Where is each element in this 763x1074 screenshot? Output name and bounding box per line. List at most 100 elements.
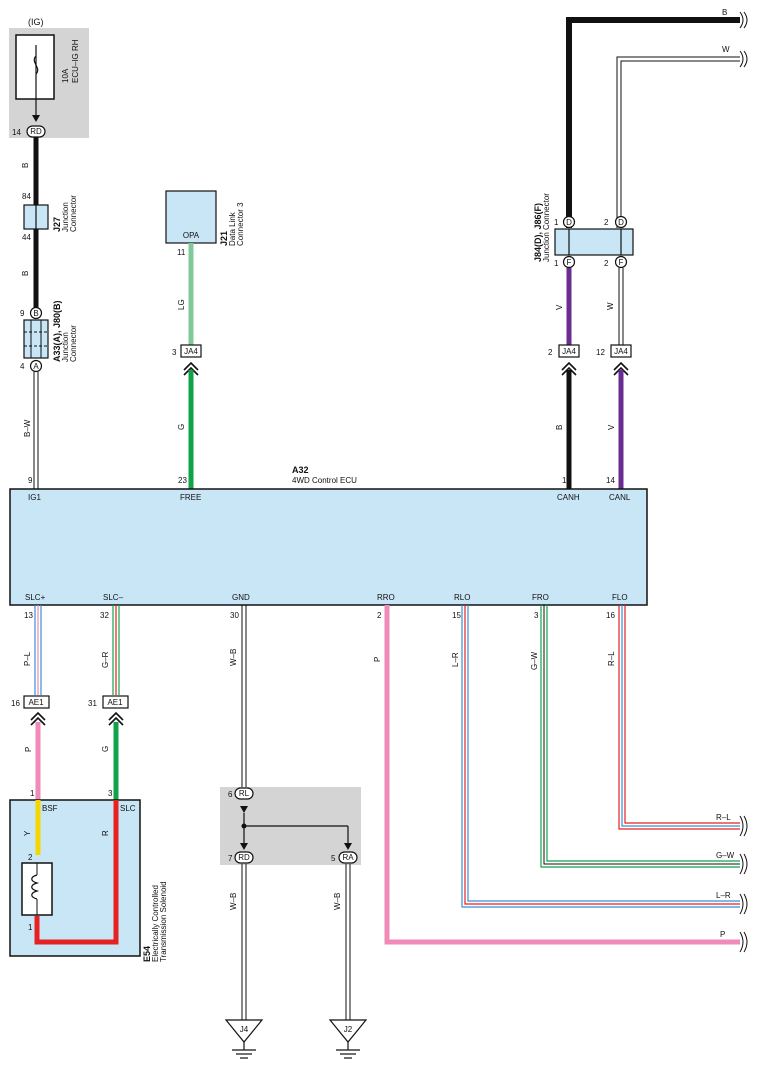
ecu-pin-canl: 14 (606, 476, 615, 485)
sol-name: Electrically Controlled (151, 885, 160, 962)
fuse-tag-text: RD (30, 127, 42, 136)
ecu-pin-slcp: 13 (24, 611, 33, 620)
ecu-term-flo: FLO (612, 593, 628, 602)
ecu-pin-ig1: 9 (28, 476, 33, 485)
j27-name: Junction (61, 202, 70, 232)
ground-j4-tag: J4 (240, 1025, 249, 1034)
ae1-chevron-icon-2 (108, 711, 124, 726)
j21-name2: Connector 3 (236, 202, 245, 246)
j84-tag-top-2: D (618, 218, 624, 227)
break-icon-rl (739, 815, 748, 837)
break-icon-p (739, 931, 748, 953)
ja4-tag-2 (558, 344, 580, 358)
ecu-id: A32 (292, 465, 309, 475)
j27-name2: Connector (69, 195, 78, 232)
j84-tag-bottom-1: F (567, 258, 572, 267)
sol-pin-3: 3 (108, 789, 113, 798)
j21-name: Data Link (228, 211, 237, 246)
jb-pin-top: 6 (228, 790, 233, 799)
fuse-source: (IG) (28, 17, 44, 27)
ja4-pin-1: 3 (172, 348, 177, 357)
a33-name: Junction (61, 332, 70, 362)
fuse-arrow-icon (32, 115, 40, 122)
ecu-name: 4WD Control ECU (292, 476, 357, 485)
wire-label-pl: P–L (23, 651, 32, 666)
j84-tag-top-2-circle (614, 215, 628, 229)
sol-name2: Transmission Solenoid (159, 881, 168, 962)
ae1-tag-1 (23, 695, 50, 709)
wire-label-p2: P (24, 747, 33, 752)
ja4-chevron-icon-2 (561, 361, 577, 376)
jb-tag-r-text: RA (342, 853, 354, 862)
a33-id: A33(A), J80(B) (52, 300, 62, 362)
break-icon-gw (739, 853, 748, 875)
j84-tag-bottom-2-circle (614, 255, 628, 269)
j21-pin: 11 (177, 248, 186, 257)
wire-label-p: P (373, 657, 382, 662)
sol-id: E54 (142, 946, 152, 962)
ja4-tag-2-text: JA4 (562, 347, 576, 356)
a33-tag-top: B (33, 309, 38, 318)
ecu-term-rro: RRO (377, 593, 395, 602)
wire-label-top-w: W (722, 45, 730, 54)
wire-label-g2: G (101, 746, 110, 752)
ecu-term-slcm: SLC– (103, 593, 124, 602)
ecu-pin-rlo: 15 (452, 611, 461, 620)
ecu-box (9, 488, 648, 606)
a33-pin-top: 9 (20, 309, 25, 318)
j84-pin-bottom-2: 2 (604, 259, 609, 268)
sol-term-bsf: BSF (42, 804, 58, 813)
ae1-tag-2-text: AE1 (107, 698, 123, 707)
ecu-term-free: FREE (180, 493, 201, 502)
ae1-tag-1-text: AE1 (28, 698, 44, 707)
a33-tag-bottom: A (33, 362, 39, 371)
wire-label-b3: B (555, 425, 564, 430)
j84-tag-bottom-1-circle (562, 255, 576, 269)
wire-label-v2: V (607, 424, 616, 430)
ae1-pin-1: 16 (11, 699, 20, 708)
jb-tag-top-text: RL (239, 789, 250, 798)
wire-p (384, 605, 740, 945)
coil-icon (31, 874, 40, 900)
sol-pin-2: 2 (28, 853, 33, 862)
j84-connector (554, 228, 634, 256)
ja4-pin-3: 12 (596, 348, 605, 357)
ae1-pin-2: 31 (88, 699, 97, 708)
jb-arrow-icon-2 (240, 843, 248, 850)
right-label-lr: L–R (716, 891, 731, 900)
fuse-pin: 14 (12, 128, 21, 137)
j21-terminal: OPA (183, 231, 200, 240)
wire-label-b2: B (21, 271, 30, 276)
wire-label-gw: G–W (530, 651, 539, 670)
j27-pin-top: 84 (22, 192, 31, 201)
break-icon-top-b (739, 11, 748, 29)
j84-tag-top-1: D (566, 218, 572, 227)
j27-pin-bottom: 44 (22, 233, 31, 242)
jb-arrow-icon-1 (240, 806, 248, 813)
wire-label-w1: W (606, 302, 615, 310)
sol-term-slc: SLC (120, 804, 136, 813)
jb-tag-top (234, 787, 254, 800)
wire-top-b (566, 17, 740, 228)
ecu-pin-fro: 3 (534, 611, 539, 620)
ecu-term-gnd: GND (232, 593, 250, 602)
ae1-tag-2 (102, 695, 129, 709)
ja4-pin-2: 2 (548, 348, 553, 357)
a33-pin-bottom: 4 (20, 362, 25, 371)
j84-pin-bottom-1: 1 (554, 259, 559, 268)
wire-label-lr: L–R (451, 652, 460, 667)
ecu-pin-slcm: 32 (100, 611, 109, 620)
wire-label-y: Y (23, 830, 32, 836)
ecu-pin-rro: 2 (377, 611, 382, 620)
wire-label-gr: G–R (101, 651, 110, 668)
jb-pin-r: 5 (331, 854, 336, 863)
wire-label-rl: R–L (607, 651, 616, 666)
fuse-name: ECU–IG RH (71, 39, 80, 83)
ae1-chevron-icon-1 (30, 711, 46, 726)
fuse-box (15, 34, 55, 100)
ja4-tag-1-text: JA4 (184, 347, 198, 356)
right-label-gw: G–W (716, 851, 735, 860)
jb-arrow-icon-3 (344, 843, 352, 850)
jb-tag-l-text: RD (238, 853, 250, 862)
